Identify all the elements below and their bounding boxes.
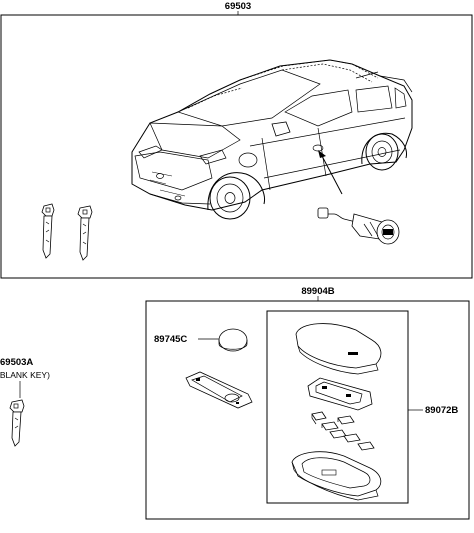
lock-cylinder-pointer	[318, 150, 343, 195]
door-lock-cylinder	[317, 207, 400, 245]
assembly-part-number: 69503	[225, 1, 251, 12]
blank-key-part-number: 69503A	[0, 357, 33, 368]
housing-group: 89072B	[266, 310, 458, 504]
key-plate-icon	[185, 371, 253, 409]
blank-key-description: (BLANK KEY)	[0, 370, 50, 380]
housing-part-number: 89072B	[425, 405, 458, 416]
assembly-frame	[0, 14, 473, 279]
door-lock-cylinder-location	[312, 144, 324, 152]
housing-top-cover-icon	[295, 323, 382, 375]
battery-part-number: 89745C	[154, 334, 187, 345]
kit-part-number: 89904B	[301, 286, 334, 297]
housing-buttons-icon	[311, 411, 375, 451]
mechanical-key-2	[77, 205, 93, 261]
key-set-assembly: 69503	[0, 1, 473, 279]
housing-frame	[266, 310, 409, 504]
blank-key-icon	[9, 399, 25, 447]
housing-inner-frame-icon	[307, 377, 373, 411]
blank-key-group: 69503A (BLANK KEY)	[0, 357, 50, 447]
battery-icon	[218, 328, 248, 352]
housing-bottom-case-icon	[291, 451, 382, 501]
kit-frame	[145, 300, 470, 520]
mechanical-key-1	[41, 203, 55, 259]
vehicle-illustration	[131, 59, 413, 220]
battery-callout: 89745C	[154, 328, 248, 352]
transmitter-kit: 89904B 89745C 89072B	[145, 286, 470, 520]
